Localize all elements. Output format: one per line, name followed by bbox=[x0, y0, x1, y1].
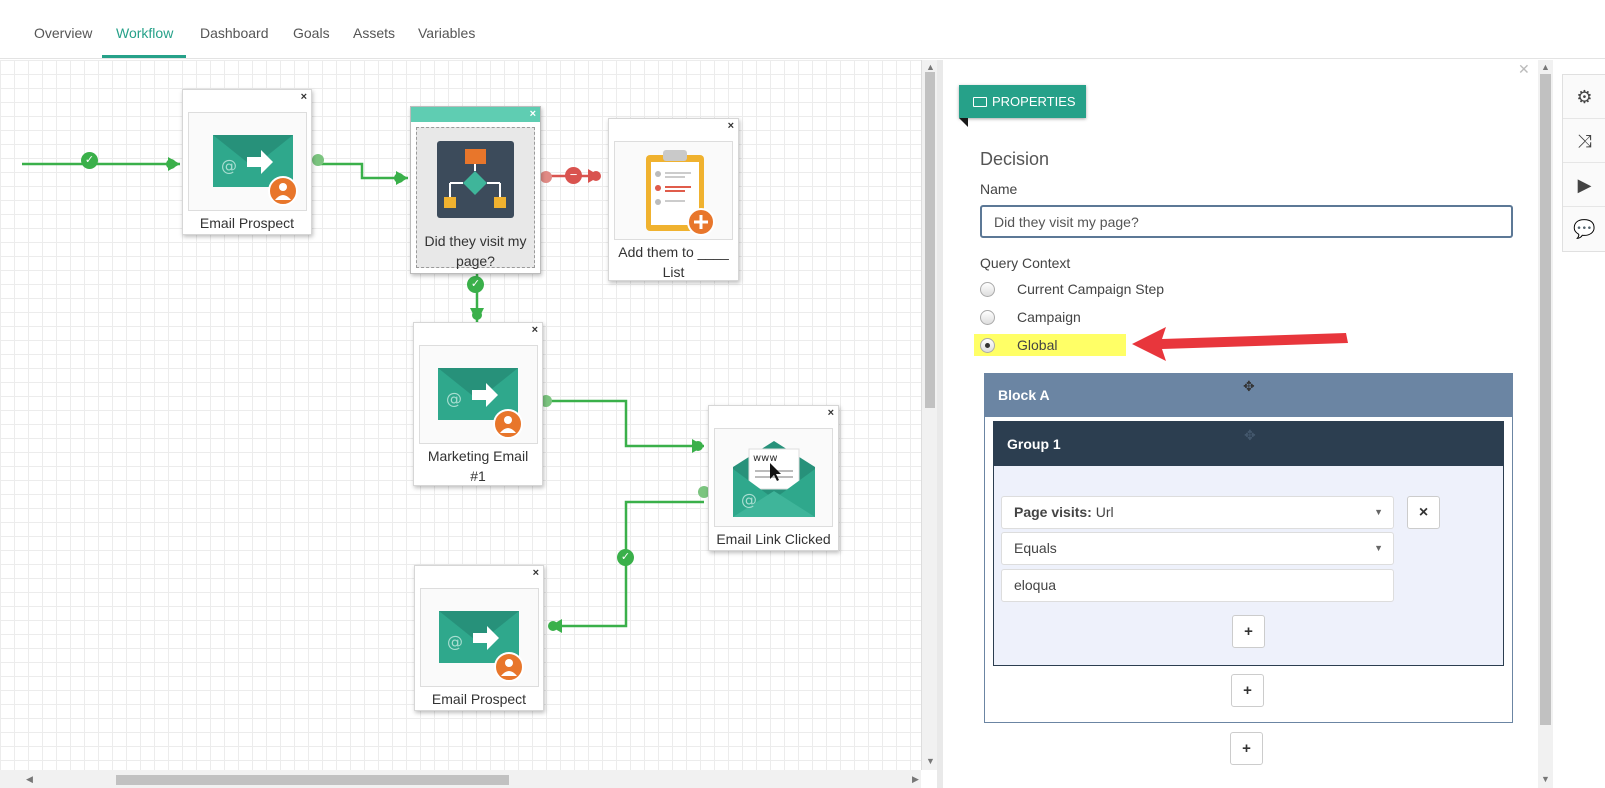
node-label-line1: Add them to ____ bbox=[618, 244, 729, 260]
radio-current-campaign-step[interactable]: Current Campaign Step bbox=[980, 278, 1164, 300]
tab-assets[interactable]: Assets bbox=[353, 25, 396, 41]
svg-text:@: @ bbox=[447, 632, 463, 651]
node-add-to-list[interactable]: × Add them to ____ List bbox=[608, 118, 739, 281]
move-handle-icon[interactable]: ✥ bbox=[1244, 427, 1256, 443]
tab-dashboard[interactable]: Dashboard bbox=[200, 25, 269, 41]
node-label-line2: List bbox=[662, 264, 685, 280]
node-email-link-clicked[interactable]: × www @ Email Link Clicked bbox=[708, 405, 839, 551]
tab-goals[interactable]: Goals bbox=[293, 25, 330, 41]
properties-button-tail bbox=[959, 118, 968, 127]
workflow-canvas[interactable]: ✓ ✓ ✓ − × @ Email Prospect × bbox=[0, 60, 921, 788]
add-block-button[interactable]: + bbox=[1230, 732, 1263, 765]
name-input[interactable] bbox=[980, 205, 1513, 238]
node-label-line2: #1 bbox=[470, 468, 486, 484]
section-title: Decision bbox=[980, 149, 1050, 169]
tab-variables[interactable]: Variables bbox=[418, 25, 476, 41]
node-label: Email Prospect bbox=[431, 691, 527, 707]
canvas-vertical-scrollbar[interactable]: ▲ ▼ bbox=[921, 60, 937, 770]
node-close-button[interactable]: × bbox=[531, 324, 538, 336]
name-label: Name bbox=[980, 181, 1018, 197]
email-send-icon: @ bbox=[420, 588, 539, 687]
svg-text:www: www bbox=[753, 453, 778, 464]
yes-check-icon: ✓ bbox=[467, 276, 484, 293]
comment-icon[interactable]: 💬 bbox=[1573, 219, 1596, 239]
group-1: Group 1 ✥ Page visits: Url ▼ × Equals ▼ … bbox=[993, 421, 1504, 666]
svg-text:@: @ bbox=[741, 490, 757, 509]
add-condition-button[interactable]: + bbox=[1232, 615, 1265, 648]
operator-select[interactable]: Equals ▼ bbox=[1001, 532, 1394, 565]
svg-text:@: @ bbox=[446, 389, 462, 408]
node-label-line2: page? bbox=[456, 253, 495, 269]
node-label-line1: Marketing Email bbox=[427, 448, 529, 464]
node-close-button[interactable]: × bbox=[532, 567, 539, 579]
scroll-down-icon[interactable]: ▼ bbox=[926, 756, 935, 766]
node-close-button[interactable]: × bbox=[529, 108, 536, 120]
node-label: Email Prospect bbox=[199, 215, 295, 231]
side-toolbar: ⚙ ⤨ ▶ 💬 bbox=[1562, 74, 1605, 252]
play-icon[interactable]: ▶ bbox=[1563, 163, 1605, 207]
node-close-button[interactable]: × bbox=[827, 407, 834, 419]
move-handle-icon[interactable]: ✥ bbox=[1243, 378, 1255, 394]
settings-gear-icon[interactable]: ⚙ bbox=[1563, 75, 1605, 119]
email-send-icon: @ bbox=[419, 345, 538, 444]
yes-check-icon: ✓ bbox=[81, 152, 98, 169]
svg-text:@: @ bbox=[221, 156, 237, 175]
no-minus-icon: − bbox=[565, 167, 582, 184]
node-marketing-email[interactable]: × @ Marketing Email #1 bbox=[413, 322, 543, 486]
remove-condition-button[interactable]: × bbox=[1407, 496, 1440, 529]
panel-scrollbar[interactable]: ▲ ▼ bbox=[1538, 60, 1553, 788]
annotation-arrow-icon bbox=[1132, 327, 1348, 361]
node-email-prospect[interactable]: × @ Email Prospect bbox=[182, 89, 312, 235]
panel-divider[interactable] bbox=[937, 60, 943, 788]
block-a: Block A ✥ Group 1 ✥ Page visits: Url ▼ ×… bbox=[984, 373, 1513, 723]
canvas-horizontal-scrollbar[interactable]: ◀ ▶ bbox=[0, 770, 921, 788]
selected-node-header bbox=[411, 107, 540, 122]
chevron-down-icon: ▼ bbox=[1374, 543, 1383, 553]
scroll-up-icon[interactable]: ▲ bbox=[926, 62, 935, 72]
add-to-list-icon bbox=[614, 141, 733, 240]
condition-value-input[interactable]: eloqua bbox=[1001, 569, 1394, 602]
query-context-label: Query Context bbox=[980, 255, 1071, 271]
condition-field-select[interactable]: Page visits: Url ▼ bbox=[1001, 496, 1394, 529]
node-email-prospect-2[interactable]: × @ Email Prospect bbox=[414, 565, 544, 711]
email-link-click-icon: www @ bbox=[714, 428, 833, 527]
panel-close-icon[interactable]: ✕ bbox=[1518, 61, 1530, 77]
scroll-down-icon[interactable]: ▼ bbox=[1541, 774, 1550, 784]
scrollbar-thumb[interactable] bbox=[1540, 74, 1551, 725]
scrollbar-thumb[interactable] bbox=[925, 72, 935, 408]
node-decision-selected[interactable]: × Did they visit my page? bbox=[410, 106, 541, 274]
shuffle-icon[interactable]: ⤨ bbox=[1563, 119, 1605, 163]
scrollbar-thumb[interactable] bbox=[116, 775, 509, 785]
email-send-icon: @ bbox=[188, 112, 307, 211]
scroll-right-icon[interactable]: ▶ bbox=[912, 774, 919, 784]
active-tab-indicator bbox=[102, 55, 186, 58]
block-header: Block A bbox=[985, 374, 1512, 417]
folder-open-icon bbox=[973, 97, 987, 107]
scroll-up-icon[interactable]: ▲ bbox=[1541, 62, 1550, 72]
node-close-button[interactable]: × bbox=[300, 91, 307, 103]
node-label: Email Link Clicked bbox=[716, 531, 831, 547]
workflow-tabs: Overview Workflow Dashboard Goals Assets… bbox=[0, 0, 1605, 59]
radio-global[interactable]: Global bbox=[980, 334, 1057, 356]
add-group-button[interactable]: + bbox=[1231, 674, 1264, 707]
scroll-left-icon[interactable]: ◀ bbox=[26, 774, 33, 784]
chevron-down-icon: ▼ bbox=[1374, 507, 1383, 517]
annotation-highlight bbox=[974, 334, 1126, 356]
radio-button[interactable] bbox=[980, 309, 995, 325]
tab-overview[interactable]: Overview bbox=[34, 25, 93, 41]
yes-check-icon: ✓ bbox=[617, 549, 634, 566]
node-close-button[interactable]: × bbox=[727, 120, 734, 132]
radio-button[interactable] bbox=[980, 281, 995, 297]
radio-button-checked[interactable] bbox=[980, 337, 995, 353]
radio-campaign[interactable]: Campaign bbox=[980, 306, 1081, 328]
tab-workflow[interactable]: Workflow bbox=[116, 25, 174, 41]
group-header: Group 1 bbox=[994, 422, 1503, 466]
node-label-line1: Did they visit my bbox=[424, 233, 527, 249]
decision-flowchart-icon bbox=[437, 141, 514, 218]
properties-button[interactable]: PROPERTIES bbox=[959, 85, 1086, 118]
